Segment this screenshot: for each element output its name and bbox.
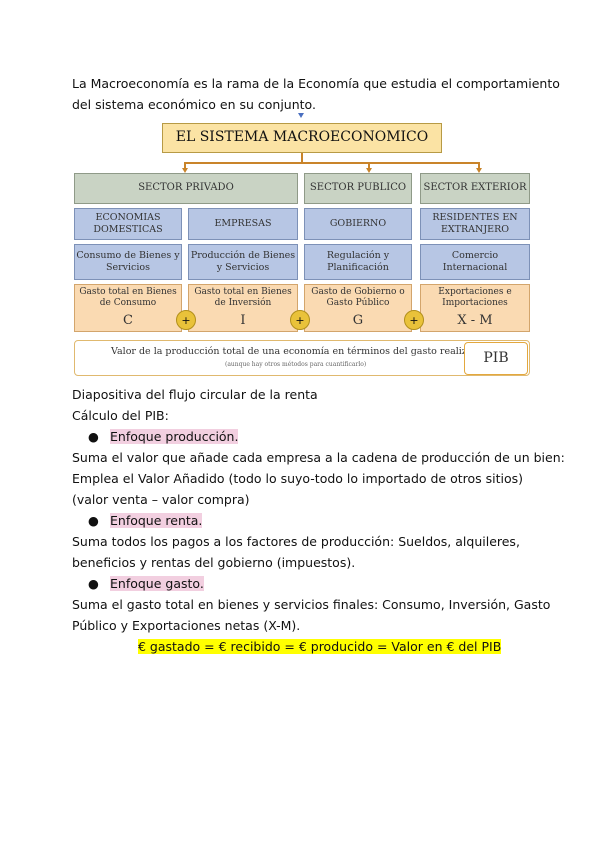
plus-icon: +: [176, 310, 196, 330]
bullet-produccion: ● Enfoque producción.: [88, 426, 239, 447]
pib-definition-bar: Valor de la producción total de una econ…: [74, 340, 530, 376]
calc-title: Cálculo del PIB:: [72, 408, 169, 423]
spending-label: Exportaciones e Importaciones: [438, 287, 512, 309]
bullet-dot-icon: ●: [88, 513, 99, 528]
bullet-renta: ● Enfoque renta.: [88, 510, 203, 531]
arrow-down-icon: [182, 168, 188, 173]
spending-letter-g: G: [352, 312, 364, 328]
bullet-label: Enfoque renta.: [110, 513, 203, 528]
connector-line: [478, 162, 480, 168]
intro-line-2: del sistema económico en su conjunto.: [72, 97, 316, 112]
sector-privado: SECTOR PRIVADO: [74, 173, 298, 204]
renta-line-1: Suma todos los pagos a los factores de p…: [72, 534, 520, 549]
produccion-line-1: Suma el valor que añade cada empresa a l…: [72, 450, 565, 465]
connector-line: [301, 153, 303, 163]
connector-line: [184, 162, 480, 164]
bullet-gasto: ● Enfoque gasto.: [88, 573, 204, 594]
gasto-line-1: Suma el gasto total en bienes y servicio…: [72, 597, 551, 612]
pib-definition-subtext: (aunque hay otros métodos para cuantific…: [225, 361, 367, 368]
bullet-label: Enfoque producción.: [110, 429, 239, 444]
cursor-marker-icon: [298, 113, 304, 118]
activity-consumo: Consumo de Bienes y Servicios: [74, 244, 182, 280]
spending-label: Gasto de Gobierno o Gasto Público: [311, 287, 405, 309]
connector-line: [368, 162, 370, 168]
spending-exterior: Exportaciones e Importaciones X - M: [420, 284, 530, 332]
bullet-label: Enfoque gasto.: [110, 576, 204, 591]
activity-comercio: Comercio Internacional: [420, 244, 530, 280]
spending-letter-c: C: [123, 312, 133, 328]
spending-label: Gasto total en Bienes de Consumo: [79, 287, 177, 309]
renta-line-2: beneficios y rentas del gobierno (impues…: [72, 555, 356, 570]
sector-publico: SECTOR PUBLICO: [304, 173, 412, 204]
produccion-line-2: Emplea el Valor Añadido (todo lo suyo-to…: [72, 471, 524, 486]
pib-definition-text: Valor de la producción total de una econ…: [111, 346, 485, 357]
connector-line: [184, 162, 186, 168]
macro-system-diagram: EL SISTEMA MACROECONOMICO SECTOR PRIVADO…: [72, 113, 532, 380]
plus-icon: +: [290, 310, 310, 330]
plus-icon: +: [404, 310, 424, 330]
diagram-title: EL SISTEMA MACROECONOMICO: [162, 123, 442, 153]
spending-letter-i: I: [240, 312, 246, 328]
intro-line-1: La Macroeconomía es la rama de la Econom…: [72, 76, 560, 91]
formula-text: € gastado = € recibido = € producido = V…: [138, 639, 502, 654]
agent-gobierno: GOBIERNO: [304, 208, 412, 240]
activity-regulacion: Regulación y Planificación: [304, 244, 412, 280]
spending-gobierno: Gasto de Gobierno o Gasto Público G: [304, 284, 412, 332]
arrow-down-icon: [476, 168, 482, 173]
agent-empresas: EMPRESAS: [188, 208, 298, 240]
pib-label-box: PIB: [464, 342, 528, 375]
spending-inversion: Gasto total en Bienes de Inversión I: [188, 284, 298, 332]
diagram-caption: Diapositiva del flujo circular de la ren…: [72, 387, 318, 402]
agent-residentes-extranjero: RESIDENTES EN EXTRANJERO: [420, 208, 530, 240]
sector-exterior: SECTOR EXTERIOR: [420, 173, 530, 204]
arrow-down-icon: [366, 168, 372, 173]
spending-consumo: Gasto total en Bienes de Consumo C: [74, 284, 182, 332]
bullet-dot-icon: ●: [88, 429, 99, 444]
spending-label: Gasto total en Bienes de Inversión: [194, 287, 292, 309]
spending-letter-xm: X - M: [457, 312, 493, 328]
formula-line: € gastado = € recibido = € producido = V…: [138, 636, 502, 657]
activity-produccion: Producción de Bienes y Servicios: [188, 244, 298, 280]
produccion-line-3: (valor venta – valor compra): [72, 492, 250, 507]
agent-economias-domesticas: ECONOMIAS DOMESTICAS: [74, 208, 182, 240]
gasto-line-2: Público y Exportaciones netas (X-M).: [72, 618, 301, 633]
bullet-dot-icon: ●: [88, 576, 99, 591]
